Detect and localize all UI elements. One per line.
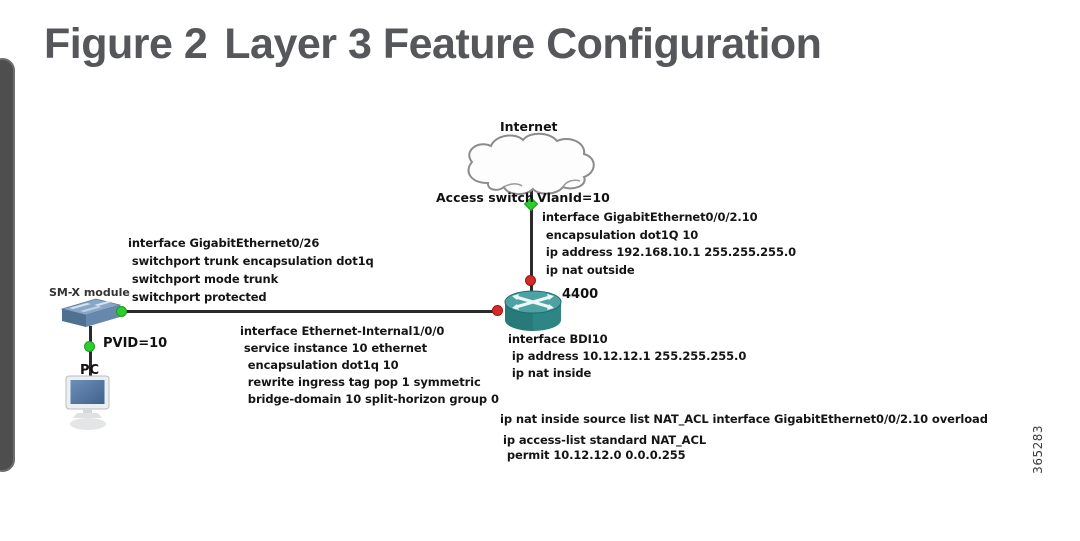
config-line: ip nat inside (508, 366, 592, 380)
left-edge-tab (0, 58, 15, 472)
config-line: bridge-domain 10 split-horizon group 0 (240, 392, 499, 406)
figure-caption: Layer 3 Feature Configuration (224, 20, 822, 68)
internet-label: Internet (500, 119, 558, 134)
config-line: ip nat inside source list NAT_ACL interf… (500, 412, 988, 426)
smx-switch-icon (60, 298, 122, 327)
config-ethernet-internal: interface Ethernet-Internal1/0/0 service… (240, 323, 499, 408)
config-line: interface GigabitEthernet0/26 (128, 236, 320, 250)
config-line: switchport mode trunk (128, 272, 279, 286)
figure-title: Figure 2 Layer 3 Feature Configuration (44, 20, 822, 69)
router-4400-icon (504, 290, 562, 331)
pvid-label: PVID=10 (103, 336, 168, 351)
config-switchport-trunk: interface GigabitEthernet0/26 switchport… (128, 234, 374, 306)
access-switch-label: Access switch (436, 190, 534, 205)
link-switch-router (122, 310, 502, 313)
smx-module-label: SM-X module (49, 286, 130, 299)
config-line: interface Ethernet-Internal1/0/0 (240, 324, 445, 338)
pc-label: PC (80, 363, 100, 378)
config-line: permit 10.12.12.0 0.0.0.255 (503, 447, 686, 462)
config-line: encapsulation dot1q 10 (240, 358, 399, 372)
config-line: encapsulation dot1Q 10 (542, 227, 699, 242)
pc-icon (65, 375, 110, 430)
config-line: ip access-list standard NAT_ACL (503, 433, 707, 447)
switch-trunk-port-marker (116, 306, 127, 317)
config-line: interface BDI10 (508, 332, 608, 346)
figure-number: Figure 2 (44, 20, 208, 68)
pvid-port-marker (84, 341, 95, 352)
config-line: ip address 10.12.12.1 255.255.255.0 (508, 349, 747, 363)
config-line: interface GigabitEthernet0/0/2.10 (542, 210, 758, 224)
router-left-port-marker (492, 305, 503, 316)
config-bdi10: interface BDI10 ip address 10.12.12.1 25… (508, 331, 746, 382)
internet-cloud-icon (467, 132, 595, 195)
link-internet-router (530, 183, 533, 299)
figure-code: 365283 (1031, 425, 1045, 474)
config-line: switchport trunk encapsulation dot1q (128, 254, 374, 268)
config-gig-outside: interface GigabitEthernet0/0/2.10 encaps… (542, 209, 796, 279)
config-line: switchport protected (128, 290, 267, 304)
vlan-id-label: VlanId=10 (537, 190, 610, 205)
router-name-label: 4400 (562, 287, 599, 302)
config-line: ip nat outside (542, 262, 635, 277)
link-switch-pc (89, 326, 92, 388)
router-top-port-marker (525, 275, 536, 286)
config-nat-acl: ip access-list standard NAT_ACL permit 1… (503, 433, 706, 462)
config-line: service instance 10 ethernet (240, 341, 427, 355)
config-line: ip address 192.168.10.1 255.255.255.0 (542, 245, 797, 259)
config-nat-rule: ip nat inside source list NAT_ACL interf… (500, 411, 988, 429)
config-line: rewrite ingress tag pop 1 symmetric (240, 375, 481, 389)
